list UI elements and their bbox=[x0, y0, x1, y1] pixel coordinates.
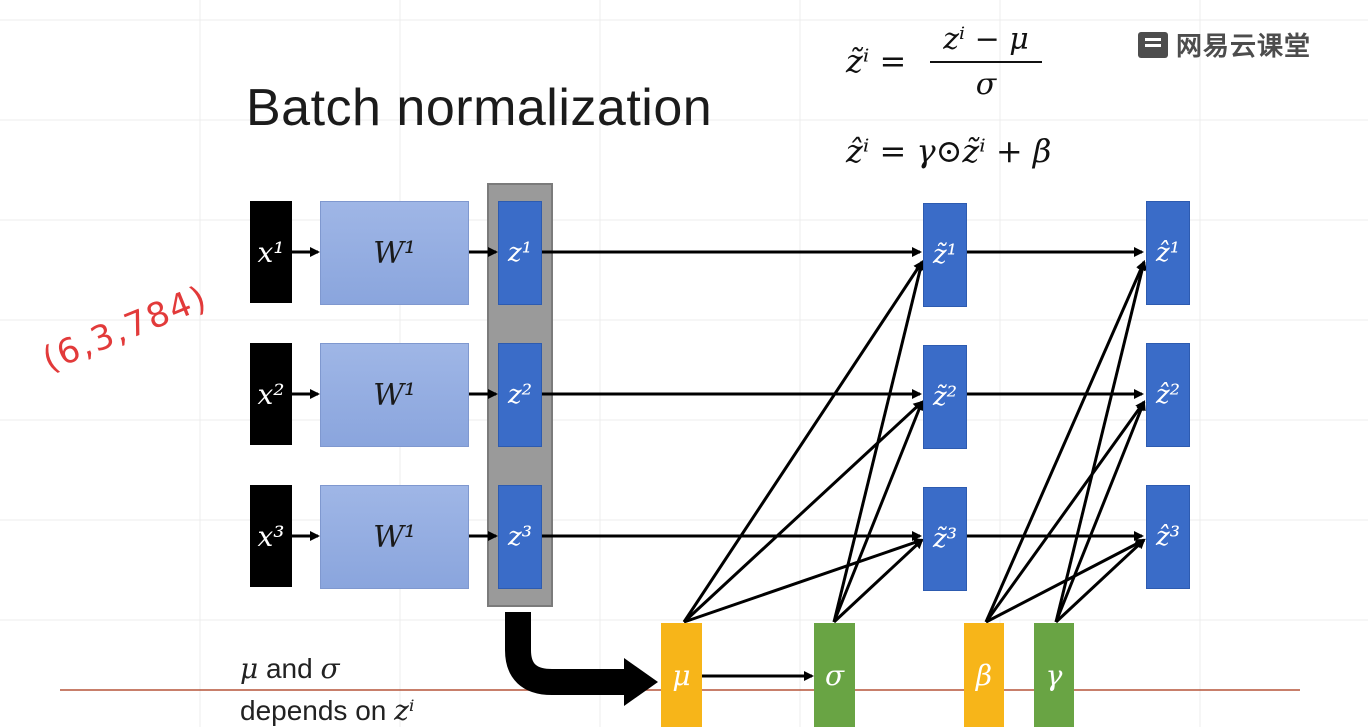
z-hat-block-1: ẑ¹ bbox=[1146, 201, 1190, 305]
input-x2: x² bbox=[250, 343, 292, 445]
note-zi: zⁱ bbox=[394, 694, 415, 727]
weight-block-3: W¹ bbox=[320, 485, 469, 589]
sigma-block: σ bbox=[814, 623, 855, 727]
z-tilde-block-2: z̃² bbox=[923, 345, 967, 449]
note-line-2: depends on zⁱ bbox=[240, 694, 415, 727]
beta-block: β bbox=[964, 623, 1004, 727]
watermark-logo: 网易云课堂 bbox=[1138, 26, 1311, 63]
z-block-2: z² bbox=[498, 343, 542, 447]
note-sigma: σ bbox=[320, 652, 340, 685]
z-tilde-block-1: z̃¹ bbox=[923, 203, 967, 307]
note-and: and bbox=[258, 653, 321, 684]
formula-denominator: σ bbox=[975, 67, 997, 102]
formula-fraction: zⁱ − μ σ bbox=[930, 22, 1042, 102]
weight-block-2: W¹ bbox=[320, 343, 469, 447]
z-tilde-block-3: z̃³ bbox=[923, 487, 967, 591]
formula-ztilde-lhs: z̃ⁱ = bbox=[846, 42, 907, 80]
gamma-block: γ bbox=[1034, 623, 1074, 727]
batch-to-mu-arrow bbox=[505, 612, 628, 695]
note-mu: μ bbox=[240, 652, 259, 685]
note-line-1: μ and σ bbox=[240, 652, 340, 685]
watermark-text: 网易云课堂 bbox=[1176, 32, 1312, 62]
input-x1: x¹ bbox=[250, 201, 292, 303]
z-hat-block-2: ẑ² bbox=[1146, 343, 1190, 447]
weight-block-1: W¹ bbox=[320, 201, 469, 305]
z-hat-block-3: ẑ³ bbox=[1146, 485, 1190, 589]
formula-numerator: zⁱ − μ bbox=[930, 22, 1042, 63]
note-depends: depends on bbox=[240, 695, 395, 726]
book-icon bbox=[1138, 31, 1168, 58]
slide-title: Batch normalization bbox=[246, 79, 713, 137]
mu-block: μ bbox=[661, 623, 702, 727]
formula-zhat: ẑⁱ = γ⊙z̃ⁱ + β bbox=[846, 132, 1052, 170]
input-x3: x³ bbox=[250, 485, 292, 587]
z-block-3: z³ bbox=[498, 485, 542, 589]
z-block-1: z¹ bbox=[498, 201, 542, 305]
